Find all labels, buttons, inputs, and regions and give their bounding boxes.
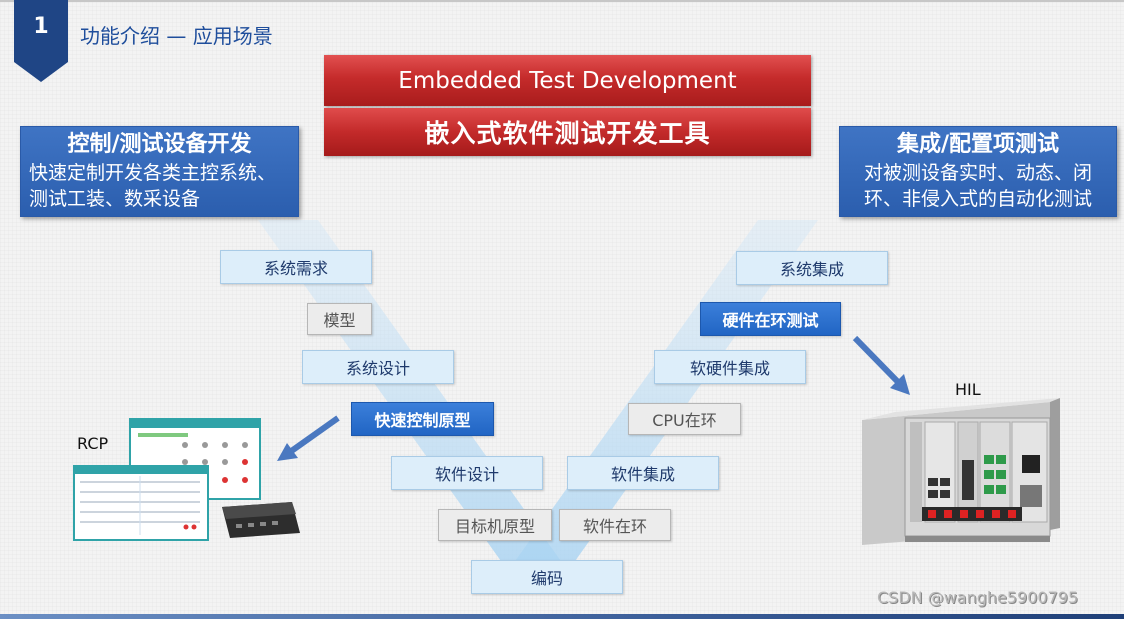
hil-label: HIL <box>955 380 981 399</box>
stage-software-integration: 软件集成 <box>567 456 719 490</box>
stage-target-prototype: 目标机原型 <box>438 509 552 541</box>
rcp-controller-device <box>222 502 300 538</box>
section-number-badge <box>14 0 68 82</box>
control-test-dev-box: 控制/测试设备开发 快速定制开发各类主控系统、 测试工装、数采设备 <box>20 126 299 217</box>
stage-software-design: 软件设计 <box>391 456 543 490</box>
arrow-to-hil <box>852 335 901 385</box>
stage-cpu-in-loop: CPU在环 <box>628 403 741 435</box>
rcp-label: RCP <box>77 434 109 453</box>
title-chinese: 嵌入式软件测试开发工具 <box>324 108 811 156</box>
control-test-dev-title: 控制/测试设备开发 <box>67 132 252 157</box>
integration-test-line1: 对被测设备实时、动态、闭 <box>863 162 1092 184</box>
watermark: CSDN @wanghe5900795 <box>877 588 1079 607</box>
arrow-to-rcp <box>288 415 340 455</box>
control-test-dev-line1: 快速定制开发各类主控系统、 <box>29 162 277 184</box>
stage-hardware-in-loop-test: 硬件在环测试 <box>700 302 841 336</box>
rcp-software-screenshots <box>73 418 261 541</box>
stage-software-in-loop: 软件在环 <box>559 509 671 541</box>
integration-test-title: 集成/配置项测试 <box>896 132 1060 157</box>
arrow-to-hil-head <box>890 374 910 395</box>
stage-rapid-control-prototype: 快速控制原型 <box>351 402 494 436</box>
section-title: 功能介绍 — 应用场景 <box>80 24 273 48</box>
stage-system-requirements: 系统需求 <box>220 250 372 284</box>
hil-chassis <box>862 398 1060 545</box>
stage-hw-sw-integration: 软硬件集成 <box>654 350 806 384</box>
stage-model: 模型 <box>307 303 372 335</box>
integration-test-box: 集成/配置项测试 对被测设备实时、动态、闭 环、非侵入式的自动化测试 <box>839 126 1117 217</box>
stage-system-design: 系统设计 <box>302 350 454 384</box>
stage-coding: 编码 <box>471 560 623 594</box>
top-rule <box>0 0 1124 2</box>
control-test-dev-line2: 测试工装、数采设备 <box>29 188 201 210</box>
integration-test-line2: 环、非侵入式的自动化测试 <box>863 188 1092 210</box>
stage-system-integration: 系统集成 <box>736 251 888 285</box>
bottom-rule <box>0 614 1124 619</box>
section-number: 1 <box>33 14 49 39</box>
title-english: Embedded Test Development <box>324 55 811 106</box>
arrow-to-rcp-head <box>277 443 298 461</box>
